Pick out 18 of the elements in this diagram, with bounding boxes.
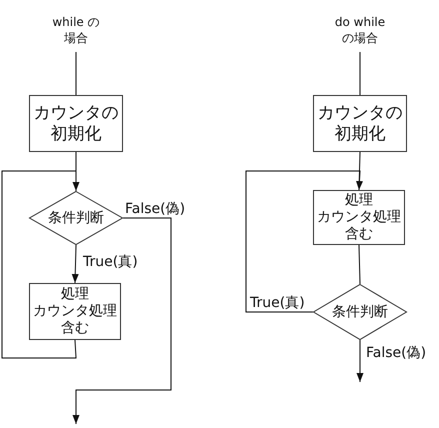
node-text: 条件判断 bbox=[48, 209, 104, 227]
edge-label: False(偽) bbox=[125, 202, 186, 216]
arrow bbox=[72, 244, 79, 284]
arrow bbox=[246, 170, 363, 312]
edge-label: False(偽) bbox=[366, 346, 426, 360]
arrow bbox=[72, 218, 172, 424]
connector-line bbox=[358, 244, 360, 284]
process-box: カウンタの初期化 bbox=[313, 95, 407, 152]
node-text: 条件判断 bbox=[332, 303, 388, 321]
heading-text: while の場合 bbox=[52, 14, 100, 46]
arrow bbox=[2, 170, 80, 358]
process-box: カウンタの初期化 bbox=[29, 95, 123, 152]
heading-text: do while の場合 bbox=[334, 14, 386, 46]
edge-label: True(真) bbox=[250, 296, 305, 310]
edge-label: True(真) bbox=[83, 255, 138, 269]
process-box: 処理 カウンタ処理 含む bbox=[29, 283, 121, 340]
process-box: 処理 カウンタ処理 含む bbox=[313, 190, 405, 245]
arrow bbox=[356, 340, 364, 382]
